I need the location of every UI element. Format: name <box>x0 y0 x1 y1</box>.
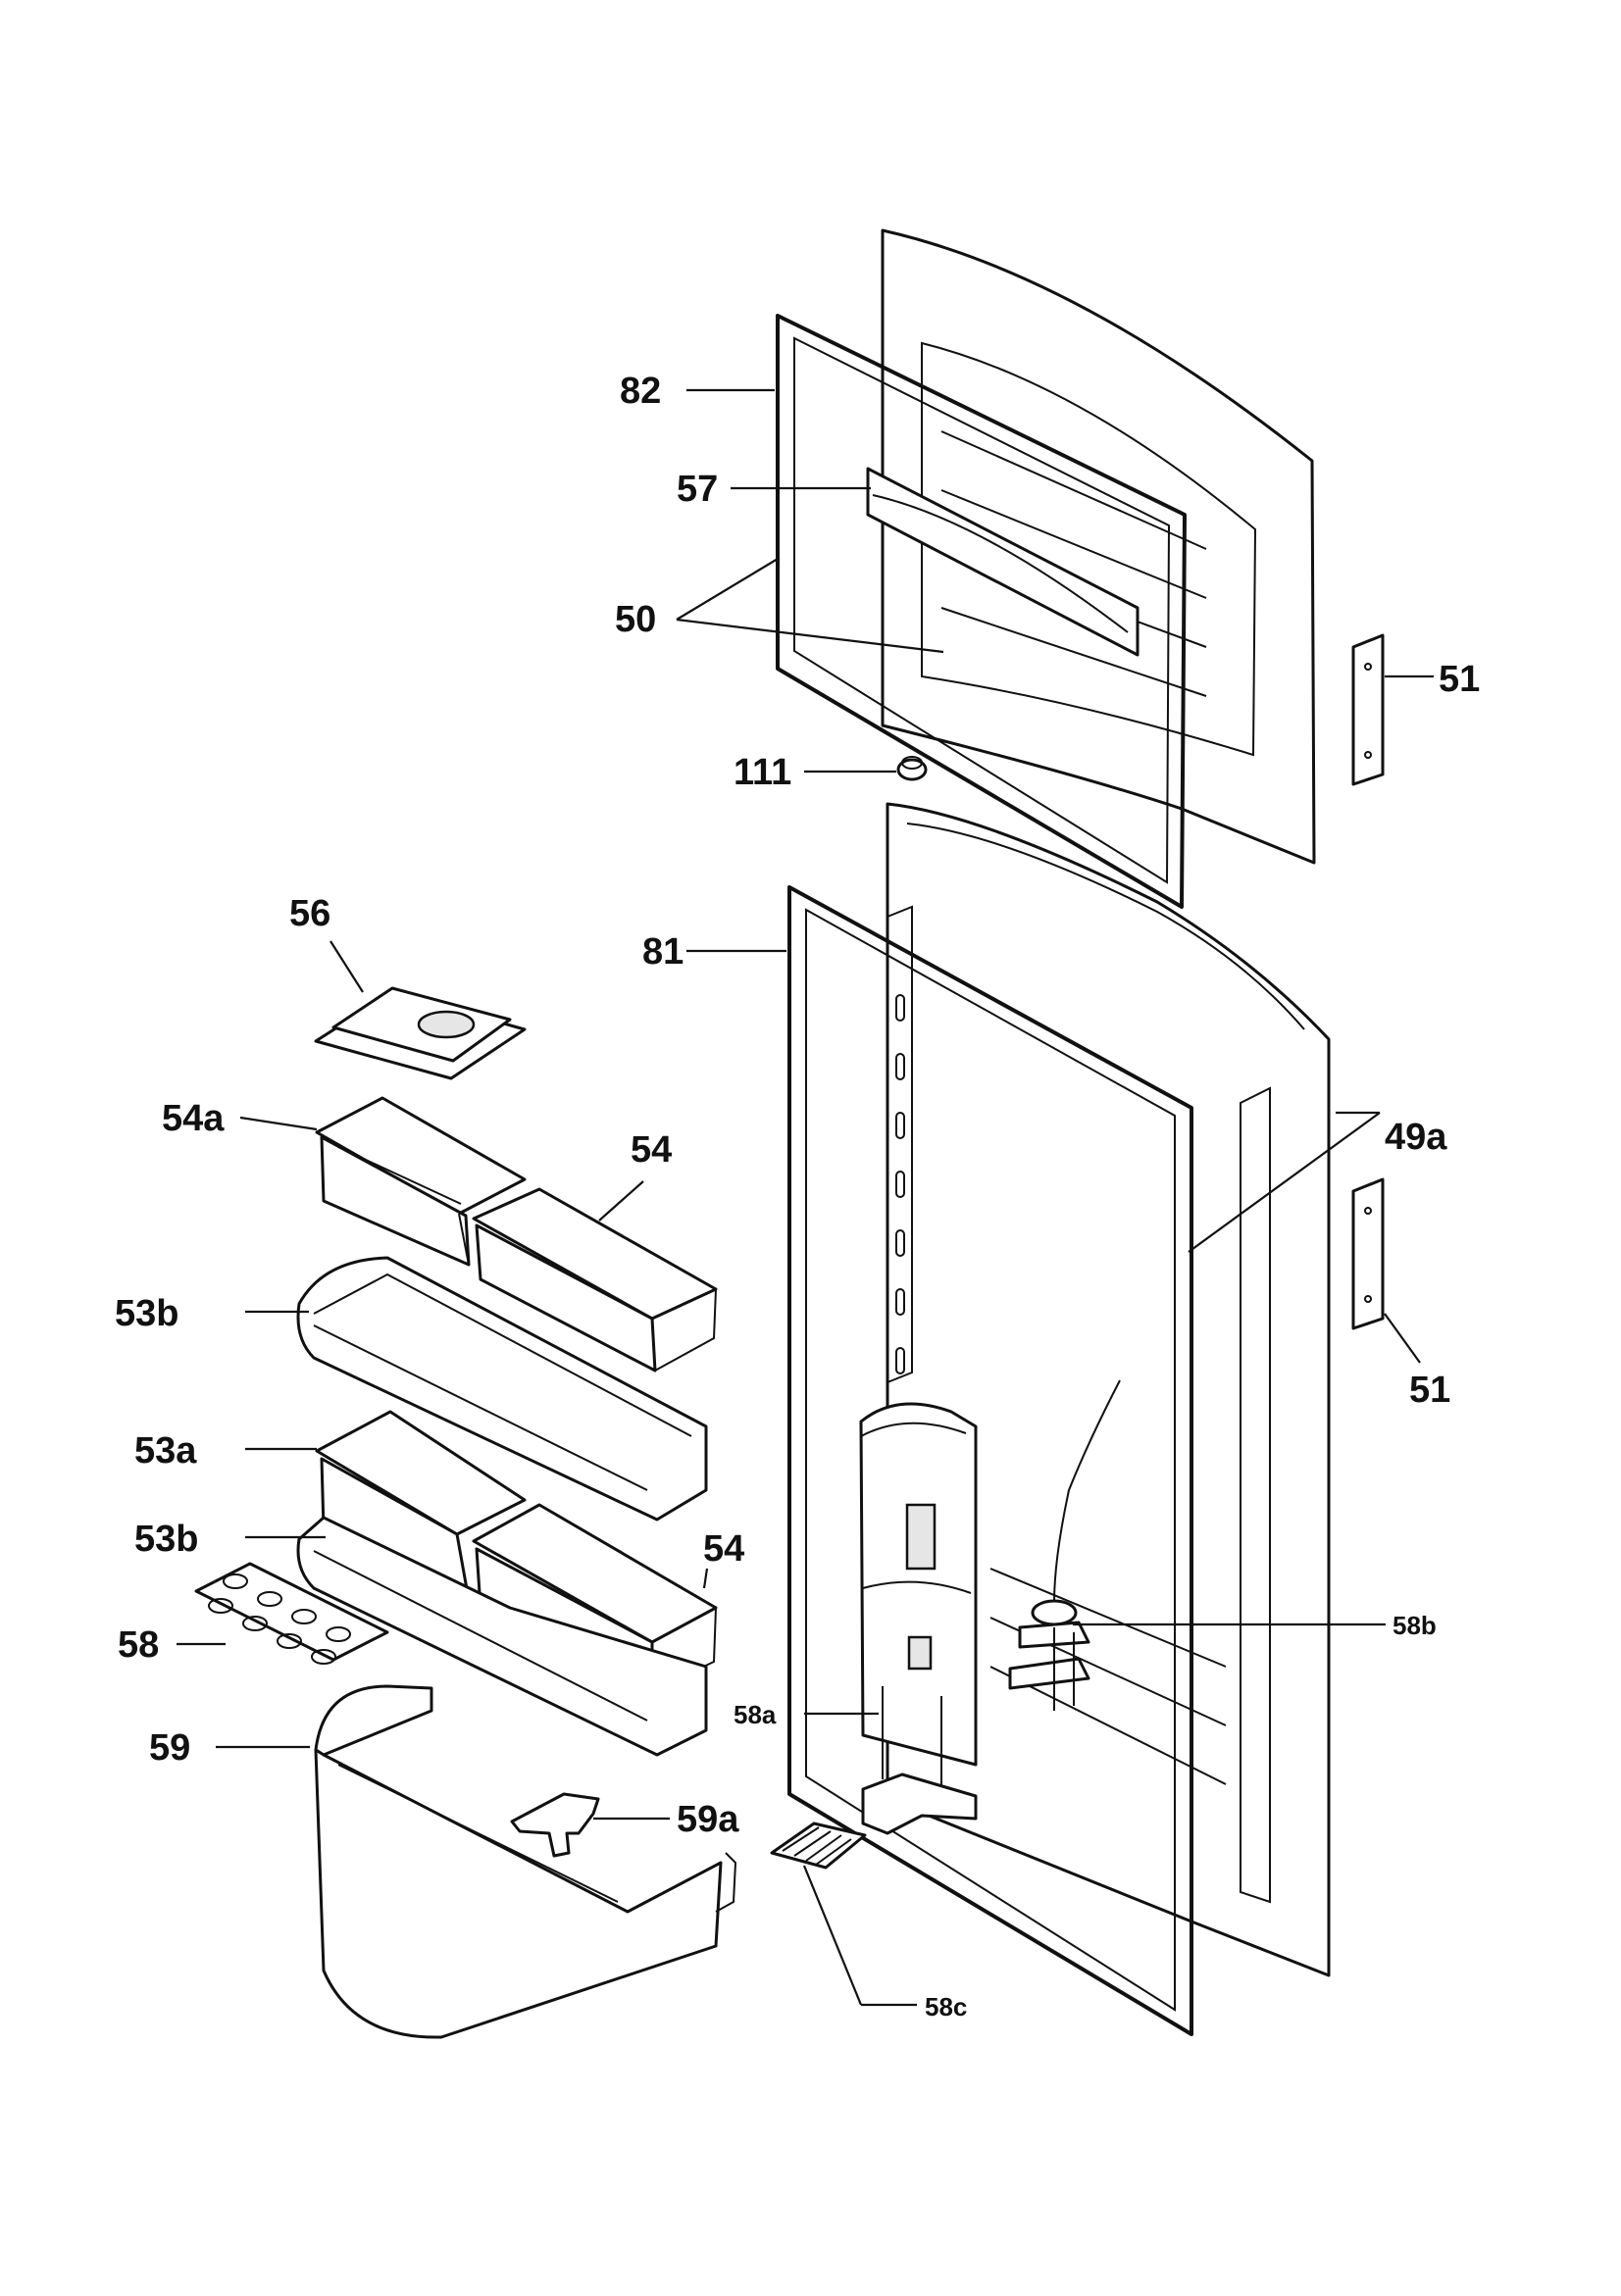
label-51-top: 51 <box>1439 659 1480 700</box>
label-53a: 53a <box>134 1430 197 1472</box>
hinge-51-top <box>1351 633 1385 786</box>
label-111: 111 <box>734 752 791 793</box>
label-82: 82 <box>620 371 661 412</box>
freezer-shelf-57 <box>866 467 1140 657</box>
label-54-bottom: 54 <box>703 1528 744 1570</box>
label-54-top: 54 <box>631 1129 672 1171</box>
drip-grill-58c <box>770 1822 867 1870</box>
label-57: 57 <box>677 469 718 510</box>
label-54a: 54a <box>162 1098 225 1139</box>
fridge-door <box>886 802 1331 1977</box>
bin-53a <box>315 1410 527 1602</box>
leader-lines <box>177 388 1434 2007</box>
label-58a: 58a <box>734 1700 777 1729</box>
label-58b: 58b <box>1393 1611 1437 1640</box>
label-53b-bottom: 53b <box>134 1519 198 1560</box>
dispenser-tap-58b <box>1008 1379 1121 1711</box>
label-51-bottom: 51 <box>1409 1370 1450 1411</box>
label-58c: 58c <box>925 1992 967 2021</box>
freezer-door-gasket-82 <box>776 314 1187 909</box>
label-59: 59 <box>149 1727 190 1769</box>
small-bin-54-top <box>472 1187 718 1373</box>
egg-tray-58 <box>194 1562 389 1665</box>
label-49a: 49a <box>1385 1117 1447 1158</box>
bottle-retainer-59a <box>510 1792 600 1858</box>
door-shelf-53b-top <box>296 1256 708 1522</box>
butter-dish-54a <box>315 1096 527 1267</box>
hinge-51-bottom <box>1351 1177 1385 1330</box>
label-59a: 59a <box>677 1799 739 1840</box>
freezer-door <box>881 228 1316 865</box>
butter-lid-56 <box>314 986 527 1080</box>
bottle-bin-59 <box>314 1684 737 2039</box>
fridge-door-gasket-81 <box>787 885 1193 2036</box>
label-81: 81 <box>642 931 684 973</box>
label-58: 58 <box>118 1624 159 1666</box>
label-50: 50 <box>615 599 656 640</box>
door-shelf-53b-bottom <box>296 1516 708 1757</box>
part-labels: 82 57 50 51 111 56 81 54a 54 49a 53b 51 … <box>115 371 1480 2021</box>
label-56: 56 <box>289 893 330 934</box>
label-53b-top: 53b <box>115 1293 178 1334</box>
water-dispenser-58a <box>859 1402 978 1835</box>
plug-111 <box>896 756 928 781</box>
